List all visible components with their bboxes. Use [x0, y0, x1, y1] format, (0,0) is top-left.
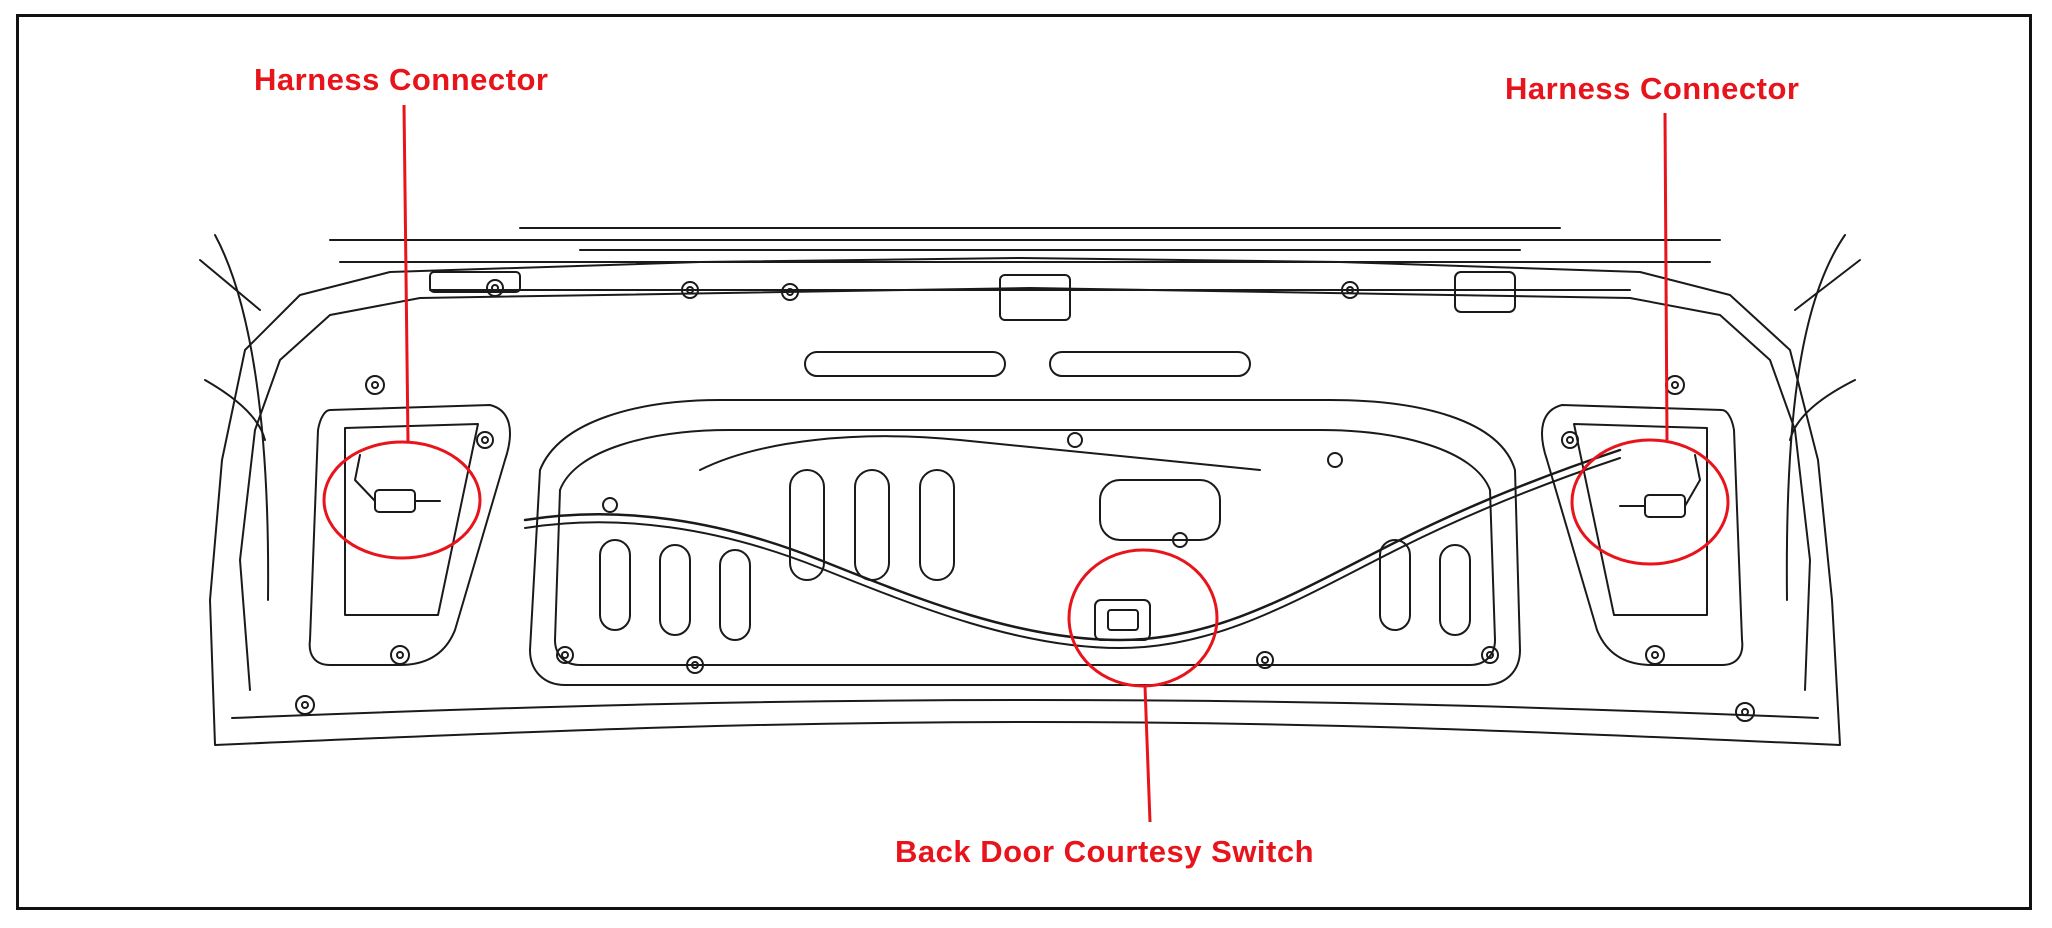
fasteners [295, 279, 1755, 722]
panel-linework [199, 227, 1861, 746]
right-harness-connector-label: Harness Connector [1505, 71, 1800, 106]
left-callout-leader [402, 104, 410, 443]
back-door-courtesy-switch-label: Back Door Courtesy Switch [895, 834, 1315, 869]
center-callout-leader [1143, 685, 1152, 823]
right-callout-leader [1663, 112, 1669, 441]
courtesy-switch-circle [1067, 548, 1219, 688]
panel-outline [209, 257, 1841, 746]
left-harness-connector-label: Harness Connector [254, 62, 549, 97]
diagram-frame [16, 14, 2032, 910]
callout-markers [322, 104, 1730, 823]
left-harness-connector-circle [322, 440, 482, 560]
right-harness-connector-circle [1570, 438, 1730, 566]
